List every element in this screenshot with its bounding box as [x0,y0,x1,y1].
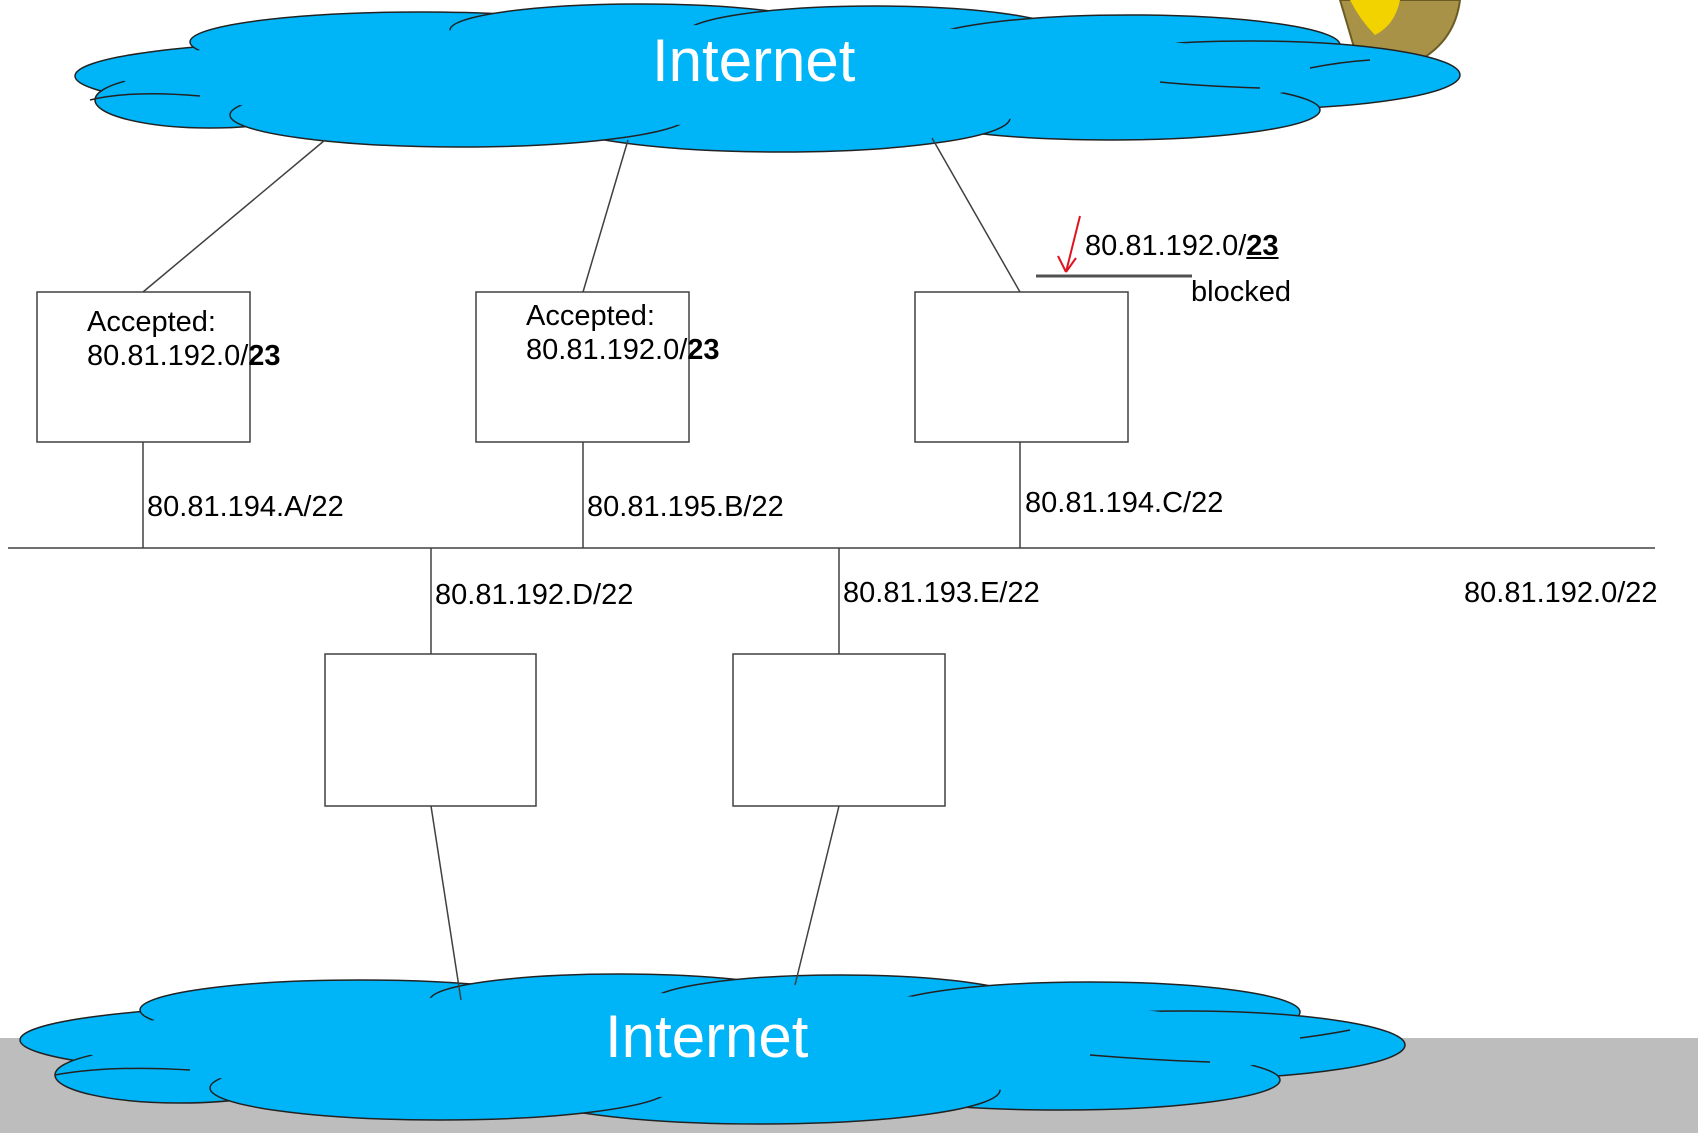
blocked-prefix: 80.81.192.0/23 [1085,229,1279,263]
router-b-title: Accepted: [526,300,655,332]
router-a-prefix: 80.81.192.0/ [87,340,249,372]
blocked-prefix-len: 23 [1246,230,1279,262]
iface-a-label: 80.81.194.A/22 [147,491,344,523]
router-box-e [732,653,946,807]
router-b-accepted: Accepted: 80.81.192.0/23 [526,299,720,367]
router-a-accepted: Accepted: 80.81.192.0/23 [87,305,281,373]
internet-cloud-top [74,3,1461,153]
router-box-d [324,653,537,807]
link-r2-internet [582,139,629,293]
router-b-prefix: 80.81.192.0/ [526,334,688,366]
iface-b-label: 80.81.195.B/22 [587,491,784,523]
router-box-b [475,291,690,443]
red-arrow-icon [1057,215,1081,273]
link-r3-internet [931,137,1021,293]
cloud-bottom-label: Internet [605,1003,809,1070]
router-box-a [36,291,251,443]
blocked-prefix-text: 80.81.192.0/ [1085,230,1247,262]
link-d-internet [430,805,462,1001]
iface-c-label: 80.81.194.C/22 [1025,487,1224,519]
iface-d-label: 80.81.192.D/22 [435,579,634,611]
subnet-label: 80.81.192.0/22 [1464,577,1658,609]
internet-cloud-bottom [19,973,1406,1125]
link-r1-internet [142,139,326,293]
router-a-len: 23 [248,340,281,372]
router-box-c [914,291,1129,443]
iface-e-label: 80.81.193.E/22 [843,577,1040,609]
router-b-len: 23 [687,334,720,366]
link-e-internet [794,805,840,986]
blocked-status: blocked [1191,276,1291,308]
router-a-title: Accepted: [87,306,216,338]
cloud-top-label: Internet [652,27,856,94]
